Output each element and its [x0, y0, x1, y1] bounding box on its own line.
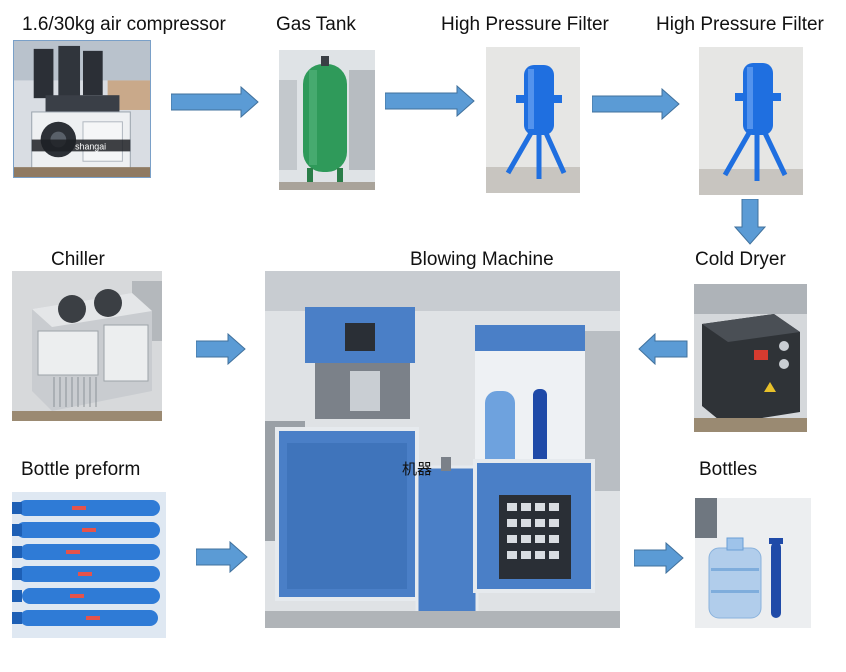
preform-photo: [12, 492, 166, 638]
blowing-machine-photo: 机器: [265, 271, 620, 628]
filter-1-label: High Pressure Filter: [441, 14, 609, 35]
compressor-photo: shangai: [13, 40, 151, 178]
arrow-tank-to-filter-1: [385, 85, 475, 117]
bottles-label: Bottles: [699, 459, 758, 480]
filter-1-photo: [486, 47, 580, 193]
chiller-label: Chiller: [51, 249, 105, 270]
chiller-photo: [12, 271, 162, 421]
compressor-label: 1.6/30kg air compressor: [22, 14, 226, 35]
bottle-preform-label: Bottle preform: [21, 459, 141, 480]
gas-tank-label: Gas Tank: [276, 14, 356, 35]
arrow-dryer-to-machine: [638, 333, 688, 365]
filter-2-label: High Pressure Filter: [656, 14, 824, 35]
compressor-brand-text: shangai: [75, 141, 106, 151]
cold-dryer-label: Cold Dryer: [695, 249, 786, 270]
filter-2-photo: [699, 47, 803, 195]
blowing-machine-label: Blowing Machine: [410, 249, 554, 270]
arrow-filter-2-to-dryer: [734, 199, 766, 245]
arrow-machine-to-bottles: [634, 542, 684, 574]
gas-tank-photo: [279, 50, 375, 190]
arrow-filter-1-to-filter-2: [592, 88, 680, 120]
arrow-compressor-to-tank: [171, 86, 259, 118]
bottles-photo: [695, 498, 811, 628]
cold-dryer-photo: [694, 284, 807, 432]
arrow-chiller-to-machine: [196, 333, 246, 365]
arrow-preform-to-machine: [196, 541, 248, 573]
blowing-machine-overlay-text: 机器: [402, 460, 433, 478]
